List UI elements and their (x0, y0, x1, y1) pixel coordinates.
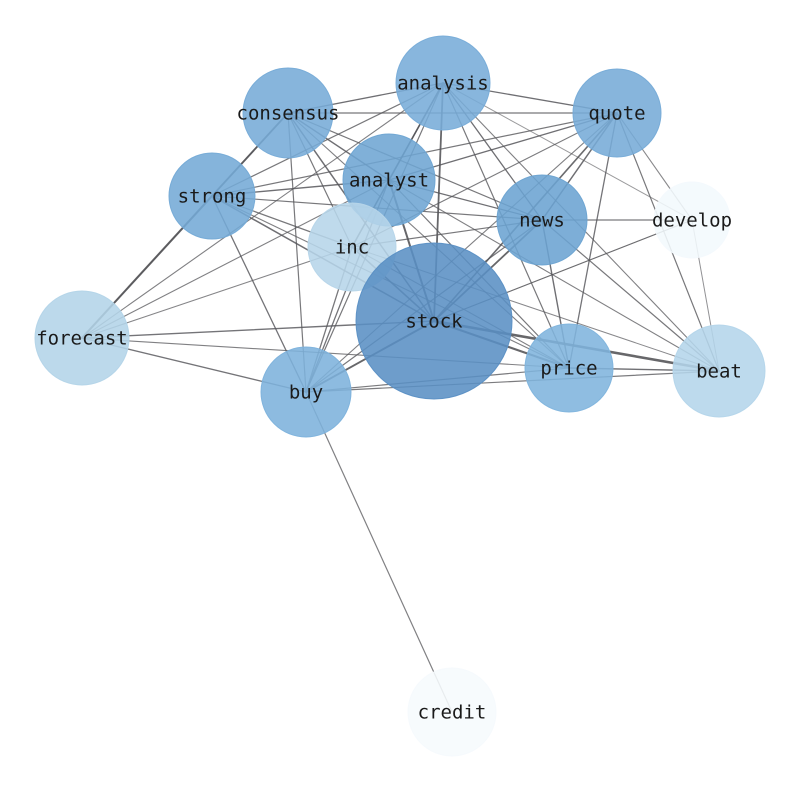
graph-node-analysis[interactable] (395, 35, 491, 131)
graph-node-inc[interactable] (307, 202, 397, 292)
graph-edge (305, 391, 453, 713)
graph-edge (287, 112, 570, 369)
graph-edge (305, 370, 720, 393)
graph-node-consensus[interactable] (242, 67, 334, 159)
graph-node-stock[interactable] (355, 242, 513, 400)
graph-node-forecast[interactable] (34, 290, 130, 386)
node-layer (34, 35, 766, 757)
graph-node-strong[interactable] (168, 152, 256, 240)
graph-edge (388, 179, 720, 372)
graph-node-buy[interactable] (260, 346, 352, 438)
graph-node-develop[interactable] (653, 181, 731, 259)
graph-edge (287, 112, 307, 393)
graph-node-beat[interactable] (672, 324, 766, 418)
graph-node-credit[interactable] (407, 667, 497, 757)
graph-node-news[interactable] (496, 174, 588, 266)
graph-node-price[interactable] (524, 323, 614, 413)
graph-node-quote[interactable] (572, 68, 662, 158)
graph-edge (81, 82, 444, 339)
